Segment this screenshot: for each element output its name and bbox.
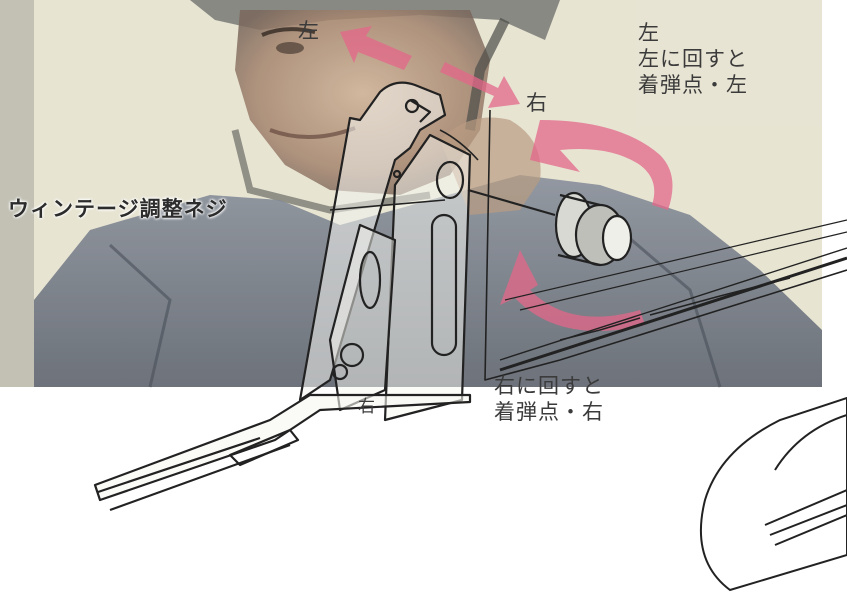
receiver-marking [559, 277, 791, 341]
arrow-left-top [340, 26, 412, 70]
left-turn-line-1: 左 [638, 21, 660, 45]
scope-drawing [699, 396, 847, 592]
arrow-right-top [440, 62, 520, 108]
left-turn-line-3: 着弾点・左 [638, 73, 748, 97]
windage-screw-label: ウィンテージ調整ネジ [8, 197, 228, 221]
right-turn-line-2: 着弾点・右 [494, 400, 604, 424]
adjust-arrows [340, 26, 673, 331]
rear-sight-drawing [93, 81, 847, 512]
right-arrow-label: 右 [526, 91, 548, 115]
left-turn-note: 左 左に回すと 着弾点・左 [638, 20, 748, 98]
left-arrow-label: 左 [298, 19, 320, 43]
arrow-right-curve [500, 250, 645, 331]
knob-direction-mark: 右 [358, 397, 376, 417]
left-turn-line-2: 左に回すと [638, 47, 748, 71]
windage-knob [554, 191, 633, 267]
right-turn-line-1: 右に回すと [494, 374, 604, 398]
arrow-left-curve [530, 120, 673, 210]
right-turn-note: 右に回すと 着弾点・右 [494, 373, 604, 425]
